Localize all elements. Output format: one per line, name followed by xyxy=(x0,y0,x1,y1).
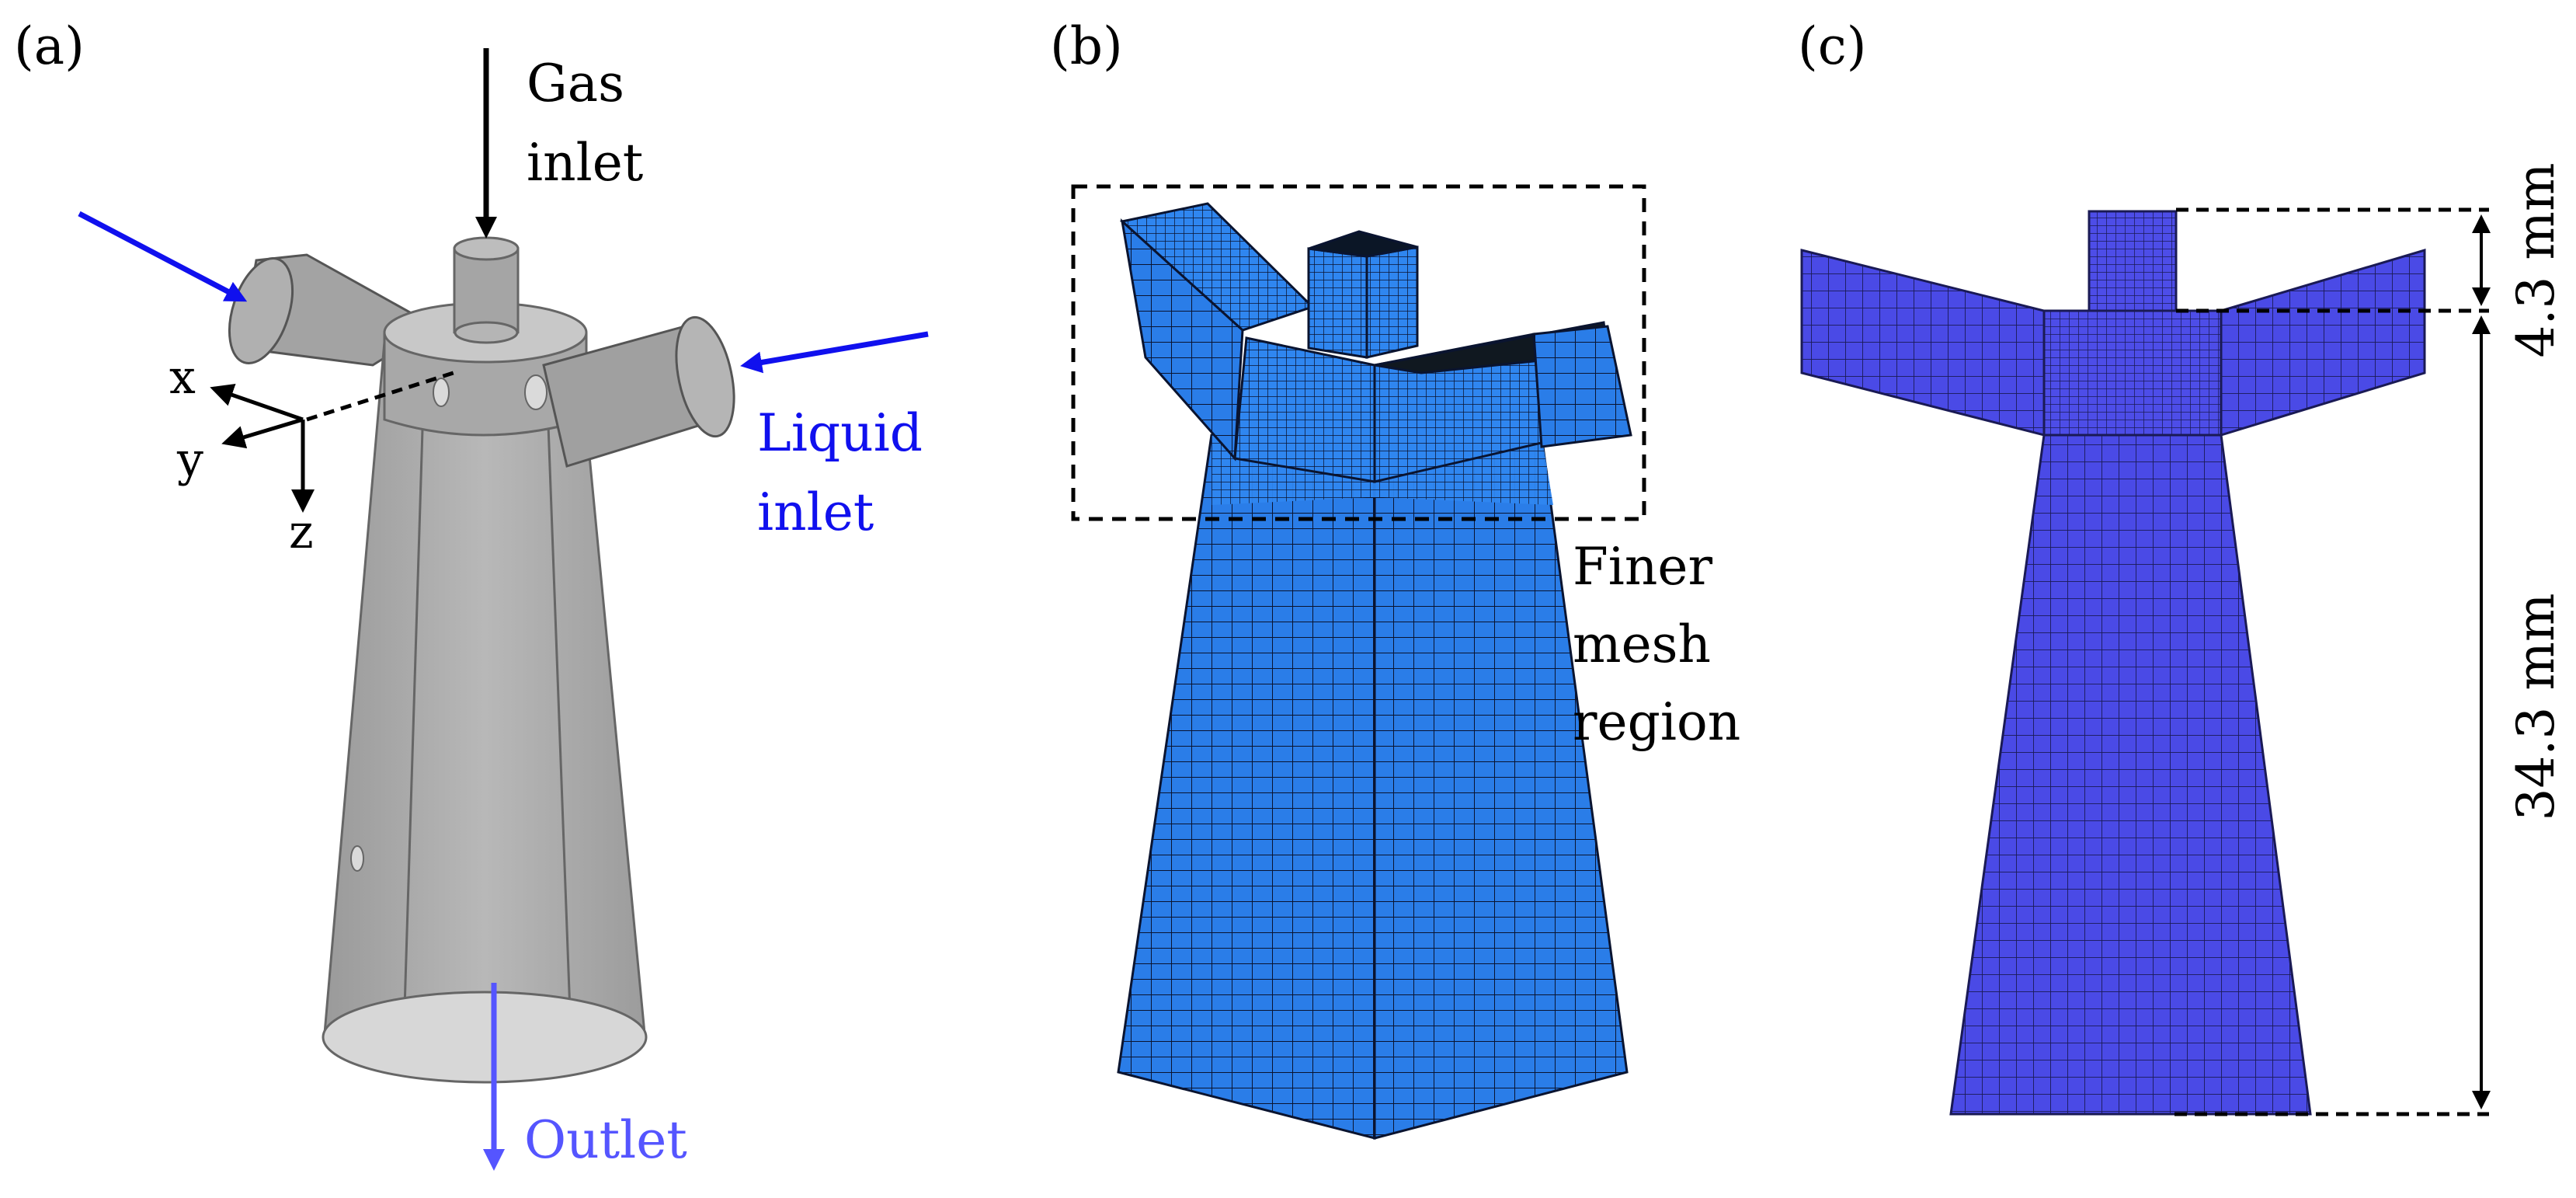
small-hole xyxy=(433,378,450,407)
small-hole xyxy=(350,845,364,872)
cone-edge-line xyxy=(402,403,425,1034)
axis-x-label: x xyxy=(169,350,196,405)
mesh-center-block xyxy=(1233,336,1376,483)
finer-mesh-label-line2: mesh xyxy=(1573,615,1711,674)
mesh2d-right-arm xyxy=(2220,248,2426,437)
panel-c-tag: (c) xyxy=(1798,16,1866,76)
gas-inlet-label-line1: Gas xyxy=(527,54,624,113)
panel-c: (c) 4.3 mm 34.3 mm xyxy=(1798,16,2566,1116)
outlet-ellipse xyxy=(322,991,648,1084)
right-inlet-pipe xyxy=(542,315,735,468)
cone-edge-line xyxy=(546,403,572,1034)
liquid-inlet-label-line2: inlet xyxy=(757,482,874,542)
finer-mesh-label-line3: region xyxy=(1573,692,1740,752)
outlet-label: Outlet xyxy=(524,1110,687,1170)
reference-dashed-line xyxy=(306,369,459,422)
gas-inlet-label-line2: inlet xyxy=(527,133,643,193)
panel-a-tag: (a) xyxy=(14,16,85,76)
mesh-left-inlet-side xyxy=(1120,218,1244,461)
dim-label-bottom: 34.3 mm xyxy=(2506,593,2566,820)
panel-a: (a) x y xyxy=(14,16,929,1171)
gas-inlet-bottom xyxy=(454,321,519,344)
coordinate-axes: x y z xyxy=(169,350,315,559)
mesh-right-inlet-face xyxy=(1532,325,1632,448)
liquid-inlet-label-line1: Liquid xyxy=(757,403,923,463)
gas-inlet-top xyxy=(453,236,520,261)
mesh-gas-inlet-top xyxy=(1308,230,1418,258)
panel-b: (b) Finer mesh region xyxy=(1050,16,1740,1140)
finer-mesh-dashed-box xyxy=(1071,184,1646,521)
finer-mesh-label-line1: Finer xyxy=(1573,537,1712,597)
mesh-gas-inlet-side xyxy=(1365,246,1419,359)
axis-z-label: z xyxy=(289,505,314,559)
mesh2d-cone xyxy=(1949,434,2312,1116)
axis-y-label: y xyxy=(176,433,203,487)
liquid-inlet-arrow-right xyxy=(740,331,929,374)
mesh2d-gas-inlet xyxy=(2088,210,2178,312)
mesh-body-left-face xyxy=(1117,410,1376,1140)
dim-label-top: 4.3 mm xyxy=(2506,162,2566,357)
mesh2d-chamber xyxy=(2042,309,2223,437)
liquid-inlet-arrow-left xyxy=(78,211,248,302)
mesh-gas-inlet-front xyxy=(1307,247,1368,359)
panel-b-tag: (b) xyxy=(1050,16,1123,76)
mesh2d-left-arm xyxy=(1800,249,2046,437)
small-hole xyxy=(524,374,548,410)
